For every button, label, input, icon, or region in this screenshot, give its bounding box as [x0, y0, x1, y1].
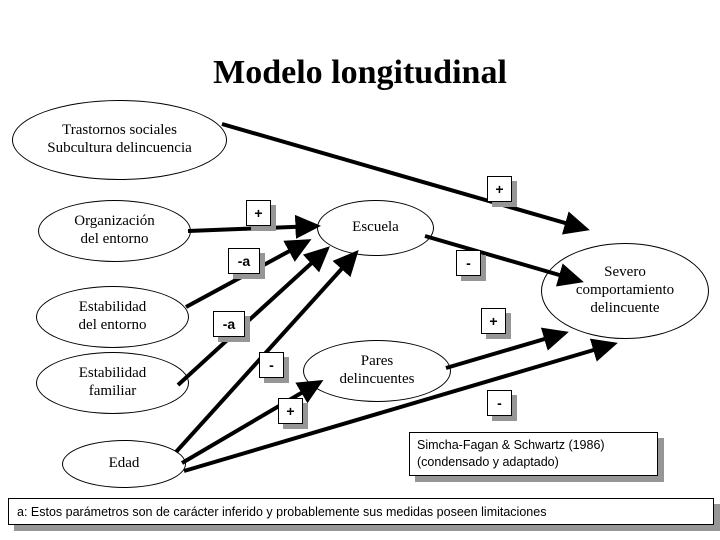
node-organizacion-line1: Organización: [74, 213, 155, 230]
footnote-text: a: Estos parámetros son de carácter infe…: [17, 504, 547, 519]
edge-trastornos-severo: [221, 122, 590, 235]
edge-estabilidad-entorno-escuela: [185, 239, 312, 309]
edge-label-edad-escuela[interactable]: -: [259, 352, 284, 378]
node-escuela[interactable]: Escuela: [317, 200, 434, 256]
edge-estabilidad-familiar-escuela: [176, 246, 330, 387]
node-pares-delincuentes[interactable]: Pares delincuentes: [303, 340, 451, 402]
node-estabilidad-familiar-line2: familiar: [88, 383, 137, 399]
edge-label-trastornos-severo[interactable]: +: [487, 176, 512, 202]
node-estabilidad-entorno-line2: del entorno: [78, 317, 147, 333]
node-estabilidad-del-entorno[interactable]: Estabilidad del entorno: [36, 286, 189, 348]
node-estabilidad-familiar[interactable]: Estabilidad familiar: [36, 352, 189, 414]
edge-edad-pares: [180, 379, 324, 465]
node-severo-line1: Severo: [604, 264, 646, 281]
edge-label-escuela-severo[interactable]: -: [456, 250, 481, 276]
node-organizacion-del-entorno[interactable]: Organización del entorno: [38, 200, 191, 262]
node-trastornos-line2: Subcultura delincuencia: [47, 140, 192, 156]
edge-edad-severo: [183, 338, 618, 473]
citation-box: Simcha-Fagan & Schwartz (1986) (condensa…: [409, 432, 658, 476]
node-severo-comportamiento-delincuente[interactable]: Severo comportamiento delincuente: [541, 243, 709, 339]
node-estabilidad-familiar-line1: Estabilidad: [78, 365, 147, 382]
node-severo-line2: comportamiento: [575, 282, 675, 299]
node-edad-label: Edad: [108, 455, 140, 472]
node-estabilidad-entorno-line1: Estabilidad: [78, 299, 147, 316]
page-title: Modelo longitudinal: [213, 54, 507, 91]
footnote-bar: a: Estos parámetros son de carácter infe…: [8, 498, 714, 525]
edge-label-pares-severo[interactable]: +: [481, 308, 506, 334]
node-pares-line1: Pares: [360, 353, 394, 370]
edge-label-edad-pares[interactable]: +: [278, 398, 303, 424]
node-severo-line3: delincuente: [590, 299, 660, 316]
edge-organizacion-escuela: [187, 214, 321, 239]
node-pares-line2: delincuentes: [339, 371, 415, 387]
node-trastornos-sociales[interactable]: Trastornos sociales Subcultura delincuen…: [12, 100, 227, 180]
edge-label-estabilidad-familiar-escuela[interactable]: -a: [213, 311, 245, 337]
citation-line2: (condensado y adaptado): [417, 454, 559, 469]
edge-pares-severo: [445, 327, 569, 370]
node-trastornos-line1: Trastornos sociales: [62, 122, 177, 139]
edge-label-edad-severo[interactable]: -: [487, 390, 512, 416]
citation-line1: Simcha-Fagan & Schwartz (1986): [417, 438, 605, 452]
node-escuela-label: Escuela: [352, 219, 399, 236]
edge-label-organizacion-escuela[interactable]: +: [246, 200, 271, 226]
node-edad[interactable]: Edad: [62, 440, 186, 488]
edge-label-estabilidad-entorno-escuela[interactable]: -a: [228, 248, 260, 274]
node-organizacion-line2: del entorno: [80, 231, 149, 247]
